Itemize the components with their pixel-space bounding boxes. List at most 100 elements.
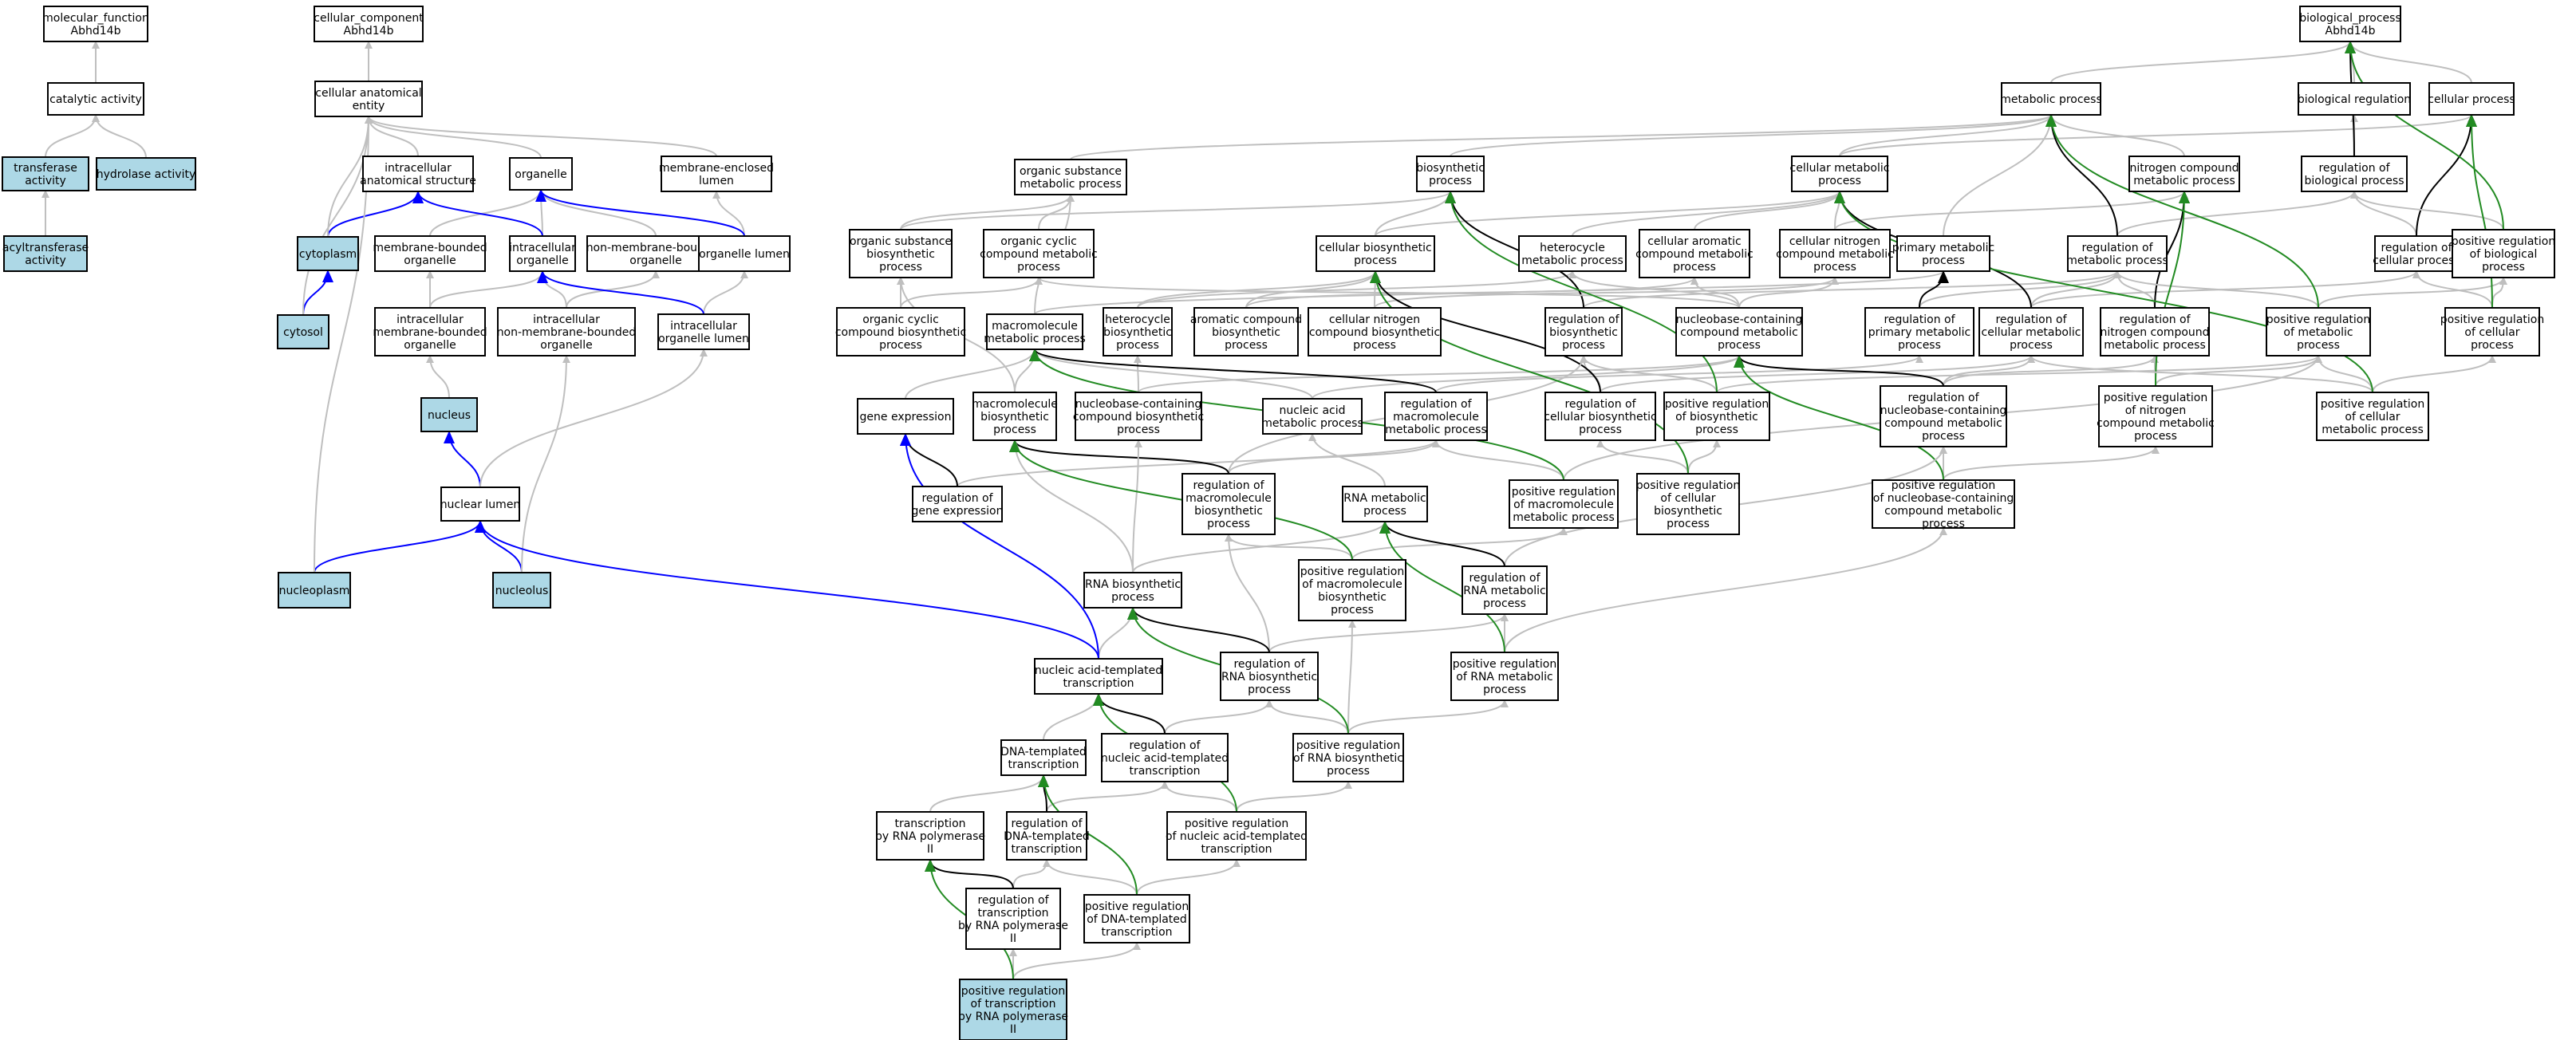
node-label-line: positive regulation <box>1892 479 1995 492</box>
edge-part-of <box>537 270 704 315</box>
node-box <box>278 572 351 609</box>
node-catalytic[interactable]: catalytic activity <box>47 82 144 116</box>
node-nlumen[interactable]: nuclear lumen <box>440 487 521 522</box>
node-nucleolus[interactable]: nucleolus <box>492 572 551 609</box>
node-rmacrobp[interactable]: regulation ofmacromoleculebiosyntheticpr… <box>1181 473 1276 535</box>
node-bioreg[interactable]: biological regulation <box>2298 82 2411 116</box>
node-hydrolase[interactable]: hydrolase activity <box>96 157 196 191</box>
node-label-line: process <box>1429 175 1472 187</box>
node-cytosol[interactable]: cytosol <box>277 314 329 349</box>
node-label-line: of biological <box>2470 248 2538 261</box>
node-box <box>1864 307 1974 357</box>
node-cytoplasm[interactable]: cytoplasm <box>297 236 359 271</box>
edge-positively-regulates <box>1834 191 2373 393</box>
node-label-line: process <box>1579 423 1622 436</box>
node-geneexp[interactable]: gene expression <box>857 398 954 435</box>
node-box <box>1193 307 1299 357</box>
node-olumen[interactable]: organelle lumen <box>698 235 791 272</box>
node-label-line: nucleobase-containing <box>1676 313 1803 326</box>
node-nucleus[interactable]: nucleus <box>420 397 478 432</box>
edge-is-a <box>1164 699 1273 735</box>
node-organelle[interactable]: organelle <box>509 157 573 191</box>
node-nucleoplasm[interactable]: nucleoplasm <box>278 572 351 609</box>
node-cellproc[interactable]: cellular process <box>2428 82 2515 116</box>
node-label-line: nucleobase-containing <box>1880 404 2007 417</box>
node-metproc[interactable]: metabolic process <box>2000 82 2102 116</box>
edge-is-a <box>1432 439 1564 481</box>
node-inmbo[interactable]: intracellularnon-membrane-boundedorganel… <box>497 307 637 357</box>
node-label-line: compound metabolic <box>1680 326 1798 339</box>
node-label-line: organic cyclic <box>1000 235 1077 248</box>
node-label-line: process <box>1922 518 1965 530</box>
node-rnbcmp[interactable]: regulation ofnucleobase-containingcompou… <box>1880 385 2007 447</box>
